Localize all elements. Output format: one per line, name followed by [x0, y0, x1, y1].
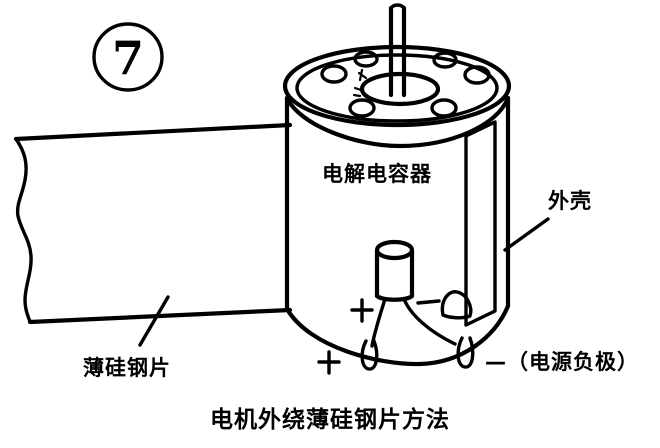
shaft-tip	[389, 3, 406, 10]
capacitor-lead-positive	[370, 297, 387, 348]
casing-bump-outline	[440, 290, 473, 320]
index-badge: 7	[92, 22, 164, 92]
strip-bottom-edge	[27, 307, 293, 325]
vent-hole	[430, 98, 458, 118]
capacitor-bottom	[374, 293, 415, 302]
silicon-steel-strip	[13, 122, 293, 325]
marker-minus-upper	[416, 299, 441, 305]
flange-inner-ellipse	[295, 53, 499, 123]
boss-scratch-marks	[352, 68, 368, 98]
label-capacitor: 电解电容器	[322, 162, 432, 186]
motor-bottom-arc	[284, 303, 511, 367]
casing-bump	[440, 290, 473, 320]
leader-lines	[138, 217, 550, 347]
flange-rim-lower	[284, 95, 511, 149]
capacitor-top-ellipse	[374, 239, 415, 261]
terminal-lug-negative	[456, 336, 475, 369]
vent-hole	[320, 64, 348, 84]
vent-hole	[353, 50, 379, 68]
label-casing: 外壳	[548, 189, 592, 213]
label-negative-terminal: —（电源负极）	[485, 350, 639, 374]
scratch-mark	[352, 86, 363, 98]
vent-hole	[432, 51, 458, 69]
casing-panel-outline	[464, 120, 497, 327]
plus-upper-glyph	[350, 298, 374, 323]
plus-lower-glyph	[317, 350, 341, 375]
motor-top-flange	[282, 44, 512, 149]
marker-plus-upper	[350, 298, 374, 323]
leader-line-steel-sheet	[138, 295, 170, 347]
vent-hole	[348, 98, 376, 118]
motor-vent-holes	[320, 50, 491, 118]
polarity-markers	[317, 298, 441, 375]
flange-outer-ellipse	[282, 44, 512, 128]
index-badge-number: 7	[112, 31, 144, 85]
casing-seam-panel	[464, 120, 497, 327]
strip-torn-edge	[14, 137, 33, 324]
electrolytic-capacitor	[370, 239, 457, 348]
motor-body	[284, 95, 511, 367]
figure-caption: 电机外绕薄硅钢片方法	[210, 406, 450, 433]
vent-hole	[463, 65, 491, 85]
capacitor-lead-negative	[402, 297, 457, 346]
motor-shaft	[388, 3, 407, 98]
scratch-mark	[357, 68, 368, 82]
terminal-lug-positive	[360, 339, 379, 371]
label-steel-sheet: 薄硅钢片	[83, 356, 171, 380]
marker-plus-lower	[317, 350, 341, 375]
flange-center-boss	[359, 71, 441, 107]
leader-line-casing	[503, 217, 550, 252]
index-badge-circle	[92, 22, 164, 92]
terminal-lugs	[360, 336, 475, 371]
strip-top-edge	[13, 122, 293, 142]
